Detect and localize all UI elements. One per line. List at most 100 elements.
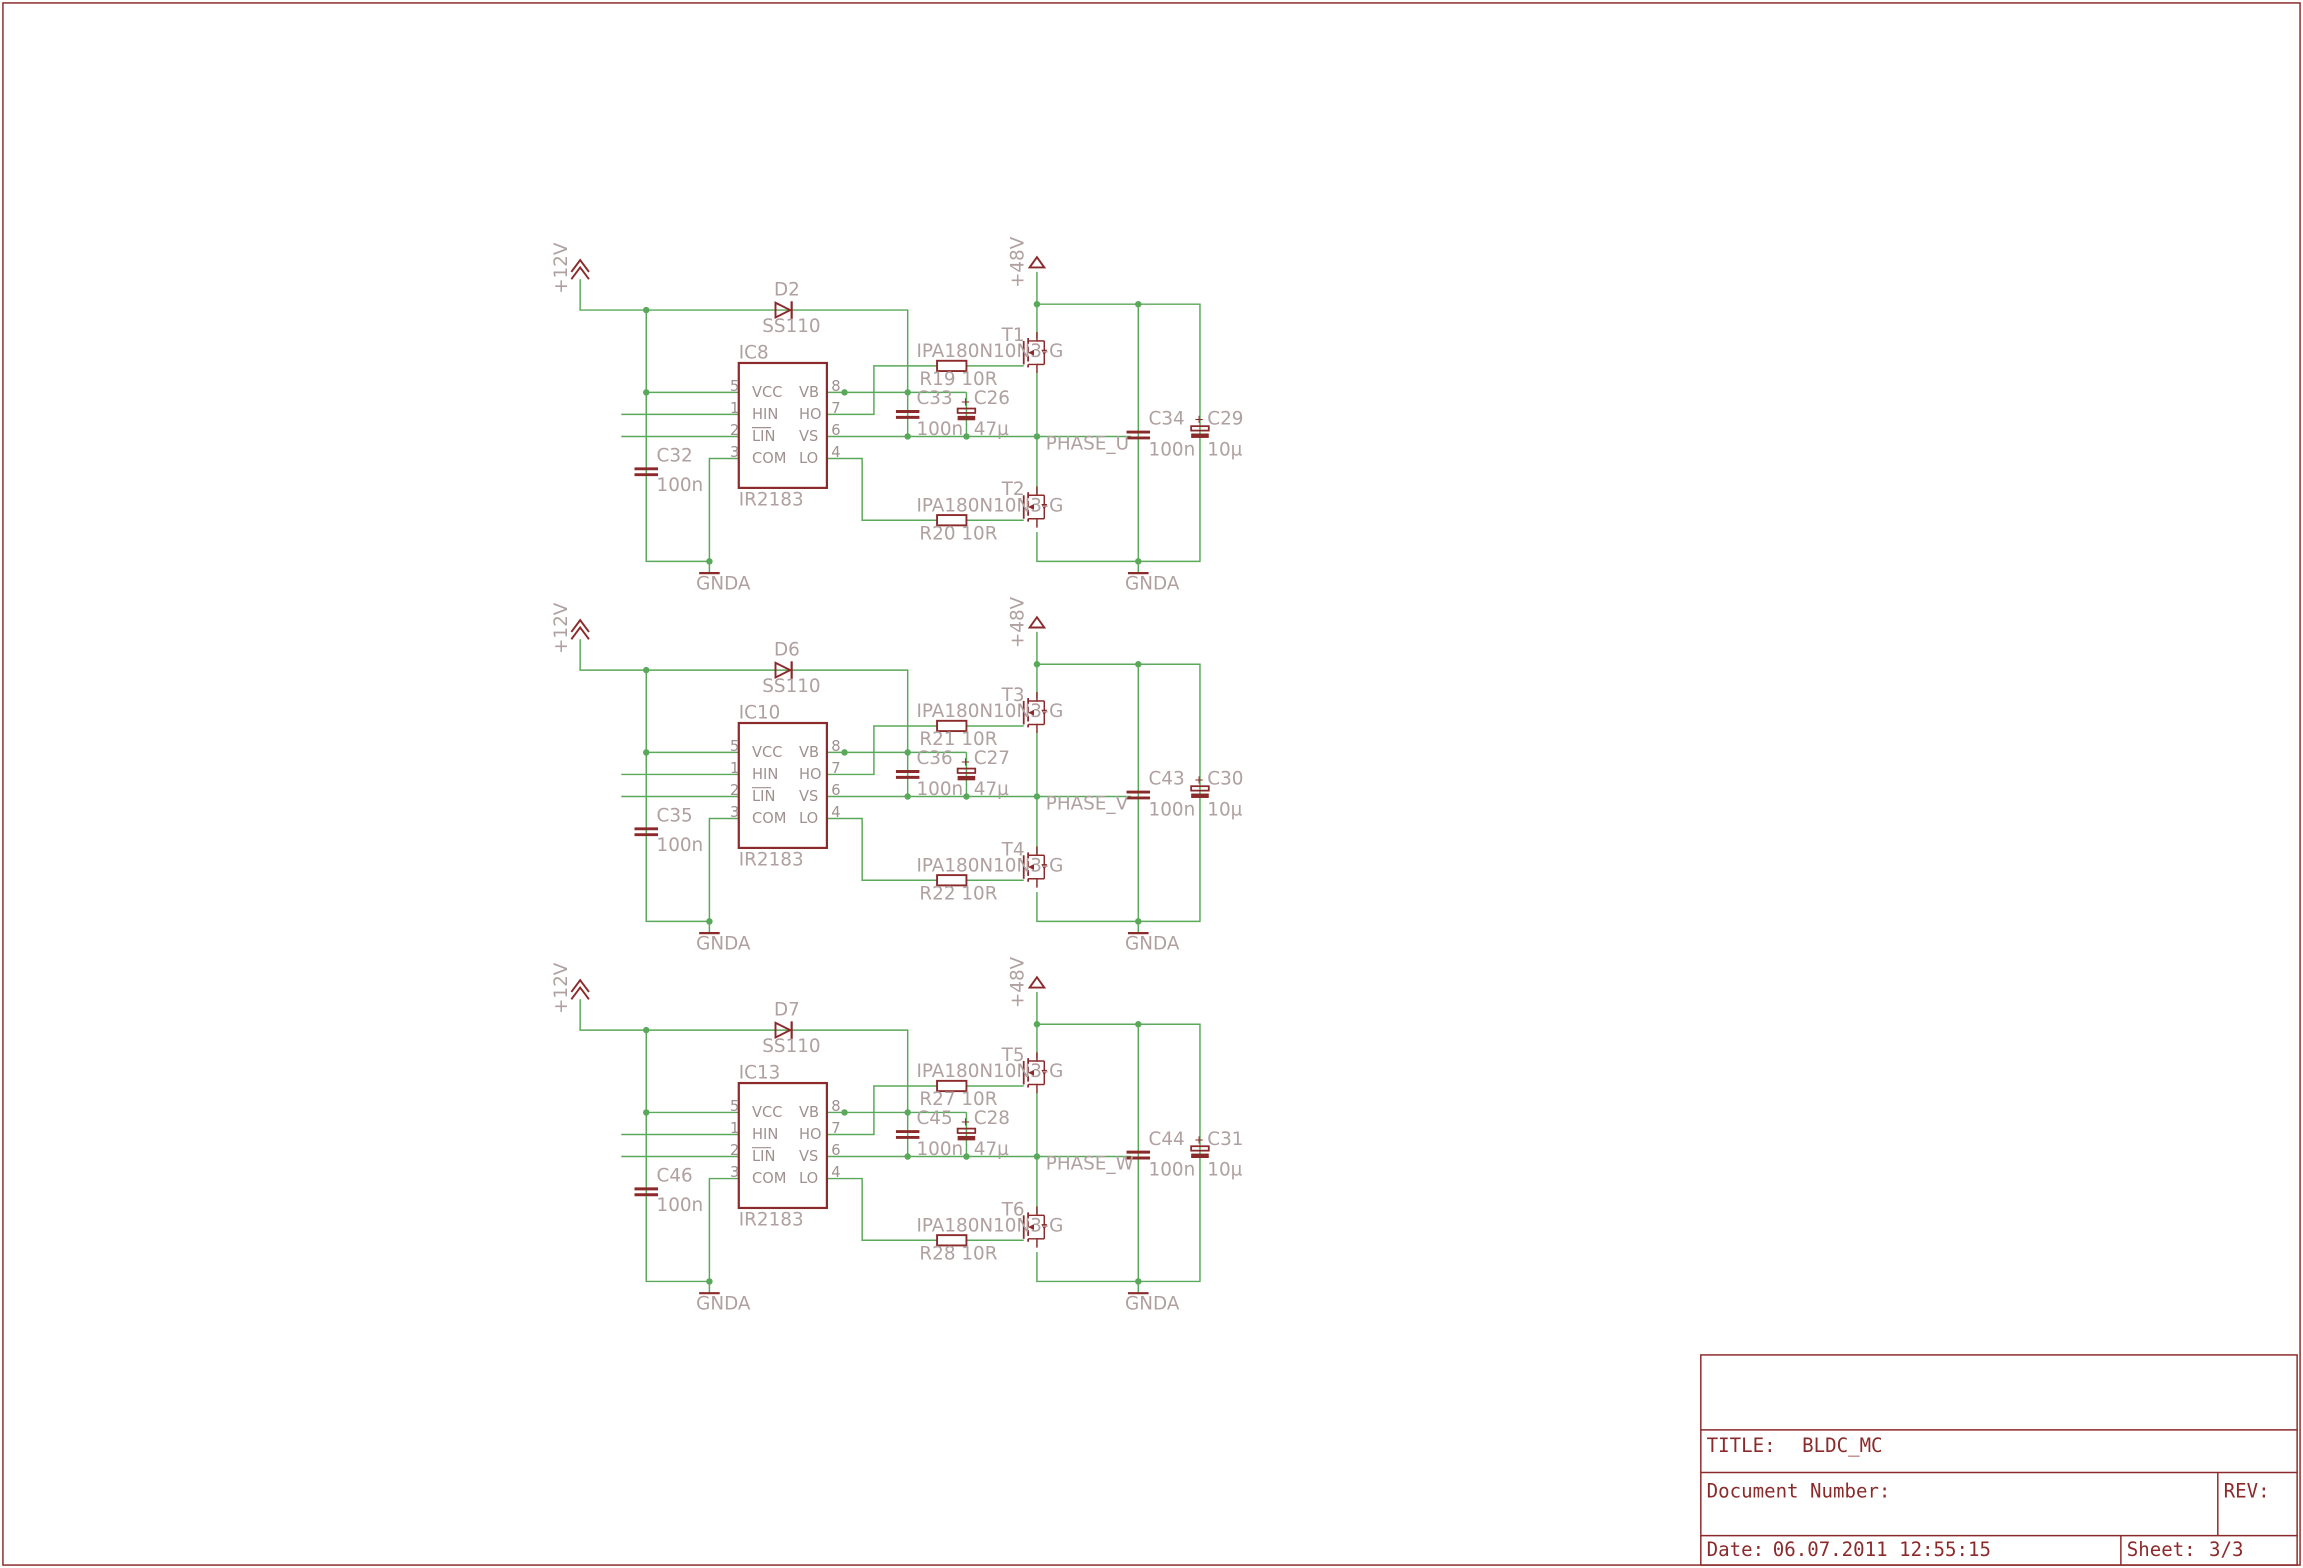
cap-elec-plate-neg (957, 1135, 976, 1141)
ic-value: IR2183 (739, 1210, 804, 1231)
cap-bus-ref: C43 (1149, 769, 1185, 790)
cap-bulk-value: 10µ (1207, 1160, 1242, 1181)
ic-pin-name: VB (799, 1104, 819, 1121)
mosfet-low-arrow (1028, 504, 1034, 510)
diode-value: SS110 (762, 676, 820, 697)
ic-pin-name: COM (752, 810, 786, 827)
ic-pin-number: 8 (831, 738, 840, 755)
wire-ho-to-rhigh (826, 725, 938, 776)
diode-ref: D2 (774, 279, 800, 300)
ic-pin-number: 5 (730, 378, 739, 395)
junction-dot (841, 1109, 848, 1116)
ground-left-label: GNDA (696, 933, 751, 954)
cap-vcc-ref: C32 (657, 445, 693, 466)
ic-pin-number: 5 (730, 1098, 739, 1115)
mosfet-high-value: IPA180N10N3-G (917, 701, 1064, 722)
supply-12v-arrow-b (570, 618, 590, 633)
supply-48v-arrow (1027, 975, 1047, 989)
ic-pin-name: COM (752, 450, 786, 467)
sheet-label: Sheet: (2127, 1538, 2196, 1561)
ic-pin-number: 4 (831, 804, 840, 821)
ic-pin-number: 3 (730, 444, 739, 461)
junction-dot (841, 389, 848, 396)
ic-pin-number: 7 (831, 1120, 840, 1137)
cap-boot-value: 100n (917, 779, 964, 800)
junction-dot (706, 1278, 713, 1285)
phase-label: PHASE_V (1046, 794, 1129, 815)
resistor-low (936, 514, 968, 527)
resistor-high-ref: R27 10R (919, 1089, 997, 1110)
cap-vcc-ref: C46 (657, 1166, 693, 1187)
junction-dot (841, 749, 848, 756)
wire-lo-to-rlow (826, 817, 938, 881)
supply-12v-label: +12V (551, 602, 572, 654)
cap-bus-value: 100n (1149, 1160, 1196, 1181)
junction-dot (643, 389, 650, 396)
ic-pin-number: 4 (831, 1164, 840, 1181)
cap-elec-plate-pos (956, 767, 977, 774)
wire-com-gnd (708, 817, 739, 934)
mosfet-high-source (1028, 363, 1038, 374)
supply-12v-label: +12V (551, 242, 572, 294)
ic-pin-number: 2 (730, 422, 739, 439)
cap-bulk-ref: C30 (1207, 769, 1243, 790)
cap-bus-ref: C44 (1149, 1129, 1185, 1150)
ic-pin-name: HIN (752, 1126, 778, 1143)
cap-bulk-plus-sign: + (1194, 1132, 1204, 1146)
supply-48v-arrow (1027, 615, 1047, 629)
ic-pin-number: 1 (730, 400, 739, 417)
mosfet-high-drain (1028, 1052, 1038, 1062)
ic-pin-name: LO (799, 1170, 818, 1187)
ground-left-label: GNDA (696, 1293, 751, 1314)
ic-pin-name: HO (799, 766, 822, 783)
junction-dot (904, 793, 911, 800)
junction-dot (643, 1026, 650, 1034)
cap-bulk-plate-neg (1191, 433, 1209, 438)
resistor-low-ref: R28 10R (919, 1243, 997, 1264)
supply-48v-label: +48V (1008, 596, 1029, 648)
junction-dot (1033, 300, 1041, 308)
junction-dot (1033, 1021, 1041, 1028)
ic-pin-name: VCC (752, 1104, 783, 1121)
cap-boot-ref: C45 (917, 1108, 953, 1129)
junction-dot (1135, 558, 1142, 565)
mosfet-low-drain (1028, 486, 1038, 496)
resistor-low (936, 874, 968, 887)
mosfet-high-ref: T1 (1001, 325, 1025, 346)
resistor-high (936, 359, 968, 373)
junction-dot (904, 433, 911, 440)
mosfet-high-ref: T5 (1001, 1045, 1025, 1066)
mosfet-low-source (1028, 878, 1038, 888)
phase-label: PHASE_U (1046, 434, 1129, 455)
cap-elec-value: 47µ (974, 1139, 1009, 1160)
ground-right-label: GNDA (1125, 1293, 1180, 1314)
junction-dot (963, 1153, 970, 1160)
junction-dot (643, 306, 650, 314)
title-block (1700, 1354, 2298, 1566)
ic-pin-number: 6 (831, 1142, 840, 1159)
supply-12v-arrow (570, 625, 590, 640)
mosfet-low-ref: T6 (1001, 1199, 1025, 1220)
wire-lo-to-rlow (826, 1177, 938, 1242)
cap-elec-plate-pos (956, 407, 977, 414)
cap-bulk-value: 10µ (1207, 440, 1242, 461)
junction-dot (904, 1109, 911, 1116)
resistor-low-ref: R20 10R (919, 523, 997, 544)
supply-12v-arrow-b (570, 978, 590, 993)
supply-48v-label: +48V (1008, 236, 1029, 288)
mosfet-high-source (1028, 1083, 1038, 1094)
ic-pin-name: VB (799, 744, 819, 761)
date-label: Date: (1707, 1538, 1764, 1561)
wire-com-gnd (708, 1177, 739, 1294)
ic-pin-name: VCC (752, 384, 783, 401)
diode-body (774, 661, 793, 680)
cap-bulk-ref: C31 (1207, 1129, 1243, 1150)
ic-ref: IC8 (739, 343, 769, 364)
wire-12v-diode-vb (579, 999, 909, 1110)
wire-com-gnd (708, 457, 739, 574)
junction-dot (706, 918, 713, 925)
mosfet-low-arrow (1028, 1224, 1034, 1231)
mosfet-high-value: IPA180N10N3-G (917, 1061, 1064, 1082)
